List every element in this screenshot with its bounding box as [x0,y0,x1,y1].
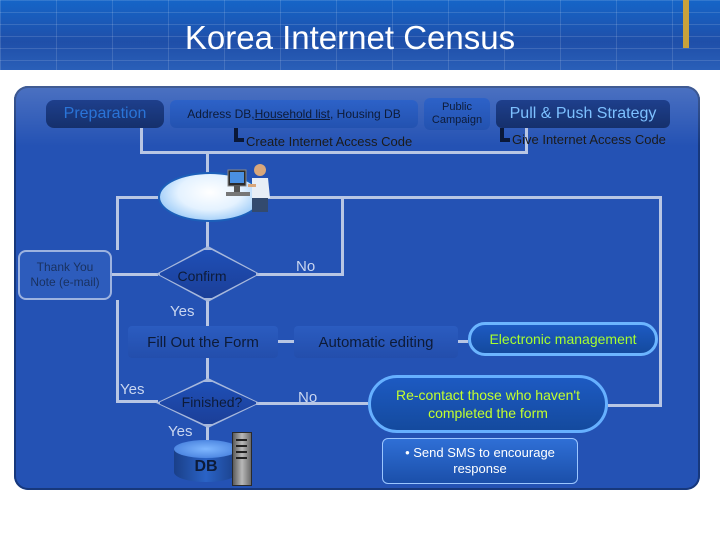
thanks-line1: Thank You [36,260,94,274]
preparation-box: Preparation [46,100,164,128]
flow-line [256,273,344,276]
flow-line [256,402,368,405]
confirm-yes-label: Yes [170,303,195,320]
sub-bracket [500,128,510,142]
strategy-label: Pull & Push Strategy [509,105,657,122]
flow-line [206,358,209,380]
flow-line [206,151,209,173]
flow-line [116,196,119,250]
auto-edit-label: Automatic editing [318,333,434,351]
thanks-line2: Note (e-mail) [30,275,100,289]
campaign-line1: Public [442,101,472,113]
send-sms-box: • Send SMS to encourage response [382,438,578,484]
flow-line [458,340,468,343]
finished-label: Finished? [181,394,243,410]
sms-line1: • Send SMS to encourage [405,445,555,460]
sub-bracket [234,128,244,142]
flow-line [140,128,143,154]
electronic-label: Electronic management [489,331,637,347]
preparation-label: Preparation [63,105,147,122]
flow-line [256,196,344,199]
household-list-text: Household list [254,107,331,121]
flow-line [341,196,344,276]
flow-line [525,128,528,154]
automatic-editing-box: Automatic editing [294,326,458,358]
pull-push-strategy-box: Pull & Push Strategy [496,100,670,128]
confirm-no-label: No [296,258,316,275]
flow-line [278,340,294,343]
electronic-management-box: Electronic management [468,322,658,356]
page-title: Korea Internet Census [184,19,516,56]
title-banner-grid [0,0,720,70]
flow-line [344,196,662,199]
finished-no-label: No [298,389,318,406]
recontact-line2: completed the form [428,405,548,421]
flow-line [206,424,209,442]
fill-label: Fill Out the Form [147,333,259,351]
title-accent-bar [683,0,689,48]
flow-line [608,404,662,407]
sms-line2: response [453,461,507,476]
flow-line [140,151,528,154]
db-label: DB [194,458,218,475]
flow-line [659,196,662,407]
flow-line [116,300,119,403]
create-code-label: Create Internet Access Code [246,134,413,149]
confirm-label: Confirm [177,268,227,284]
finished-yes-left-label: Yes [120,381,145,398]
recontact-line1: Re-contact those who haven't [395,387,580,403]
title-banner [0,0,720,70]
server-icon [232,432,252,486]
db-sources-suffix: , Housing DB [330,107,401,121]
db-sources-prefix: Address DB, [187,107,255,121]
flow-line [206,300,209,326]
flow-line [206,218,209,248]
person-computer-icon [226,164,270,212]
recontact-box: Re-contact those who haven't completed t… [368,375,608,433]
database-top [174,440,238,458]
flow-line [116,196,158,199]
db-sources-box: Address DB, Household list , Housing DB [170,100,418,128]
fill-out-form-box: Fill Out the Form [128,326,278,358]
campaign-line2: Campaign [431,114,483,126]
give-code-label: Give Internet Access Code [512,132,666,147]
public-campaign-box: Public Campaign [424,98,490,130]
flow-line [112,273,158,276]
flow-line [116,400,158,403]
thank-you-note-box: Thank You Note (e-mail) [18,250,112,300]
finished-yes-label: Yes [168,423,193,440]
